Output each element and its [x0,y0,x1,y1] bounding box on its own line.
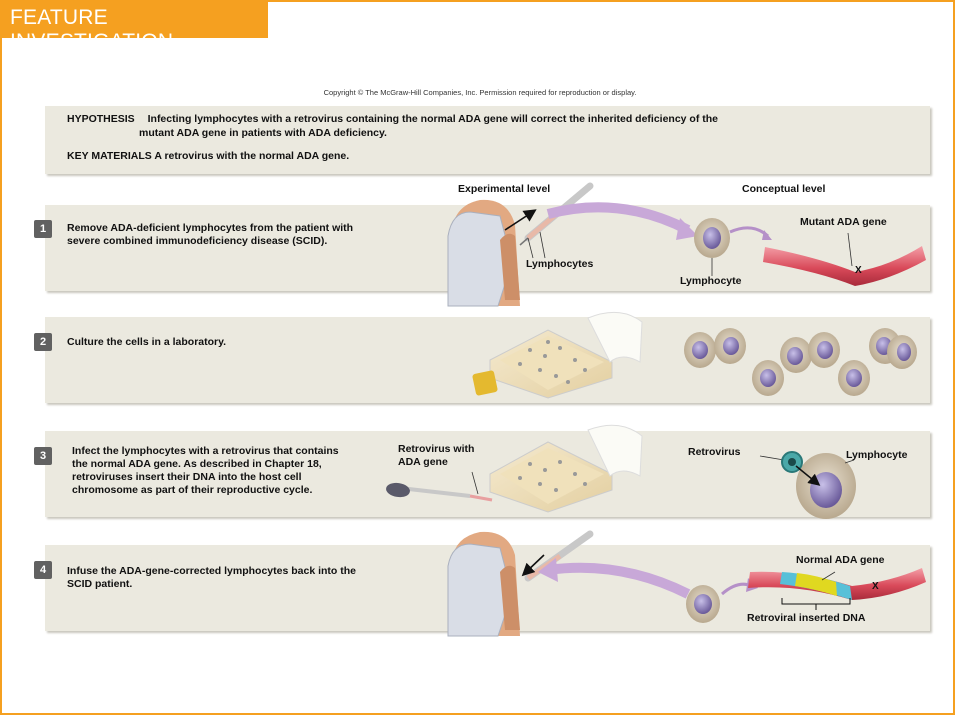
label-retrovirus-with-ada: Retrovirus with ADA gene [398,443,475,468]
hypothesis-label: HYPOTHESIS [67,113,135,125]
conceptual-level-heading: Conceptual level [742,183,826,195]
hypothesis-line1: Infecting lymphocytes with a retrovirus … [147,113,719,125]
zoom-arrowhead-1 [762,230,772,240]
leader-lymphocytes-a [527,237,534,259]
normal-ada-gene-segment [795,573,837,596]
process-arrow-1 [546,202,691,235]
dropper-3 [386,482,493,502]
copyright-notice: Copyright © The McGraw-Hill Companies, I… [323,88,637,97]
process-arrowhead-1 [676,218,698,240]
leader-mutant-gene [847,232,853,267]
key-materials-text: A retrovirus with the normal ADA gene. [154,150,350,162]
process-arrow-4 [547,562,691,599]
zoom-arrow-1 [729,226,769,238]
step-4-text: Infuse the ADA-gene-corrected lymphocyte… [67,565,357,590]
step-4-number: 4 [34,561,52,579]
patient-arm-4 [447,531,520,637]
experimental-level-heading: Experimental level [458,183,551,195]
key-materials-label: KEY MATERIALS [67,150,152,162]
leader-retrovirus [759,455,785,461]
mutation-x-4: X [872,581,879,592]
hypothesis-panel [45,106,930,174]
culture-flask-3 [489,424,643,513]
label-lymphocyte-1: Lymphocyte [680,275,742,287]
leader-normal-gene [821,571,836,581]
culture-flask-2 [472,311,643,399]
label-mutant-gene: Mutant ADA gene [800,216,887,228]
slide-title: FEATURE INVESTIGATION [10,6,174,53]
label-normal-gene: Normal ADA gene [796,554,885,566]
label-inserted-dna: Retroviral inserted DNA [747,612,866,624]
step-3-number: 3 [34,447,52,465]
hypothesis-line2: mutant ADA gene in patients with ADA def… [139,127,387,139]
leader-retrovirus-with [471,471,479,495]
label-lymphocyte-3: Lymphocyte [846,449,908,461]
hypothesis-text: HYPOTHESIS Infecting lymphocytes with a … [67,112,827,140]
title-bar: FEATURE INVESTIGATION [0,0,268,53]
key-materials: KEY MATERIALS A retrovirus with the norm… [67,150,349,162]
arrow-infuse [521,554,545,577]
process-arrowhead-4 [538,558,558,582]
arrow-blood-out [504,209,537,231]
step-3-text: Infect the lymphocytes with a retrovirus… [72,445,339,496]
lymphocyte-cell-1 [694,218,730,258]
mutant-chromosome [763,246,926,286]
cultured-cells [684,328,917,396]
leader-lymphocyte-3 [844,459,855,464]
label-lymphocytes: Lymphocytes [526,258,594,270]
patient-arm-1 [447,199,520,307]
corrected-lymphocyte [686,585,720,623]
inserted-dna-bracket [781,598,851,610]
step-2-number: 2 [34,333,52,351]
step-3-panel [45,431,930,517]
label-retrovirus: Retrovirus [688,446,741,458]
mutation-x-1: X [855,265,862,276]
step-1-text: Remove ADA-deficient lymphocytes from th… [67,222,354,247]
step-2-text: Culture the cells in a laboratory. [67,336,227,348]
infected-lymphocyte [781,451,856,519]
step-1-number: 1 [34,220,52,238]
leader-lymphocytes-b [539,231,546,259]
